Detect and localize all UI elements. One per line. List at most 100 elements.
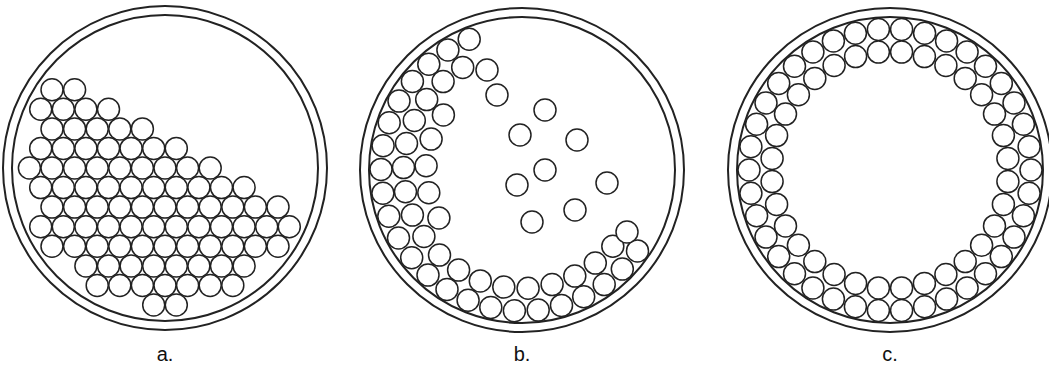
ball xyxy=(278,216,300,238)
ball xyxy=(845,272,867,294)
ball xyxy=(233,216,255,238)
ball xyxy=(428,207,450,229)
ball xyxy=(41,118,63,140)
ball xyxy=(956,41,978,63)
ball xyxy=(211,216,233,238)
ball xyxy=(997,147,1019,169)
ball xyxy=(975,263,997,285)
ball xyxy=(199,274,221,296)
ball xyxy=(131,157,153,179)
ball xyxy=(476,59,498,81)
ball xyxy=(823,55,845,77)
ball xyxy=(1018,182,1040,204)
panel-label: b. xyxy=(514,343,531,366)
ball xyxy=(41,196,63,218)
ball xyxy=(432,104,454,126)
ball xyxy=(891,19,913,41)
ball xyxy=(611,258,633,280)
ball xyxy=(493,276,515,298)
ball xyxy=(177,274,199,296)
ball xyxy=(1003,92,1025,114)
ball xyxy=(766,193,788,215)
ball xyxy=(469,270,491,292)
ball xyxy=(458,28,480,50)
ball xyxy=(766,125,788,147)
ball xyxy=(233,177,255,199)
drum-inner-wall xyxy=(369,17,675,323)
ball xyxy=(787,234,809,256)
ball xyxy=(954,67,976,89)
ball xyxy=(233,255,255,277)
ball xyxy=(30,177,52,199)
ball xyxy=(564,199,586,221)
ball xyxy=(997,171,1019,193)
ball xyxy=(914,22,936,44)
ball xyxy=(566,129,588,151)
ball xyxy=(1018,136,1040,158)
ball xyxy=(143,294,165,316)
ball xyxy=(804,251,826,273)
ball xyxy=(738,159,760,181)
ball xyxy=(177,235,199,257)
ball xyxy=(403,110,425,132)
ball xyxy=(131,274,153,296)
ball xyxy=(154,235,176,257)
ball xyxy=(388,90,410,112)
ball xyxy=(222,274,244,296)
ball xyxy=(120,216,142,238)
ball xyxy=(584,252,606,274)
ball xyxy=(188,255,210,277)
ball xyxy=(521,211,543,233)
ball xyxy=(936,288,958,310)
ball xyxy=(768,72,790,94)
ball xyxy=(98,177,120,199)
ball xyxy=(551,294,573,316)
ball xyxy=(401,70,423,92)
ball xyxy=(401,247,423,269)
ball xyxy=(891,41,913,63)
ball xyxy=(573,286,595,308)
ball xyxy=(761,171,783,193)
ball xyxy=(109,157,131,179)
ball xyxy=(457,289,479,311)
ball xyxy=(913,272,935,294)
ball xyxy=(64,235,86,257)
ball xyxy=(616,221,638,243)
ball xyxy=(372,182,394,204)
ball xyxy=(165,255,187,277)
ball xyxy=(30,98,52,120)
ball xyxy=(761,147,783,169)
ball xyxy=(823,264,845,286)
ball xyxy=(98,98,120,120)
drum-inner-wall xyxy=(12,15,318,321)
ball xyxy=(1020,159,1042,181)
ball xyxy=(503,300,525,322)
ball xyxy=(75,98,97,120)
ball xyxy=(746,205,768,227)
ball xyxy=(935,55,957,77)
ball xyxy=(64,196,86,218)
ball xyxy=(956,277,978,299)
ball xyxy=(914,296,936,318)
ball xyxy=(971,234,993,256)
ball xyxy=(222,235,244,257)
ball xyxy=(211,177,233,199)
ball xyxy=(177,196,199,218)
ball xyxy=(188,177,210,199)
ball xyxy=(437,39,459,61)
ball xyxy=(372,135,394,157)
ball xyxy=(775,103,797,125)
ball xyxy=(802,41,824,63)
ball xyxy=(867,41,889,63)
ball xyxy=(596,172,618,194)
ball xyxy=(448,259,470,281)
ball xyxy=(971,84,993,106)
ball xyxy=(64,118,86,140)
ball xyxy=(393,157,415,179)
ball xyxy=(784,55,806,77)
ball xyxy=(388,227,410,249)
ball xyxy=(86,196,108,218)
ball xyxy=(109,118,131,140)
ball xyxy=(52,177,74,199)
